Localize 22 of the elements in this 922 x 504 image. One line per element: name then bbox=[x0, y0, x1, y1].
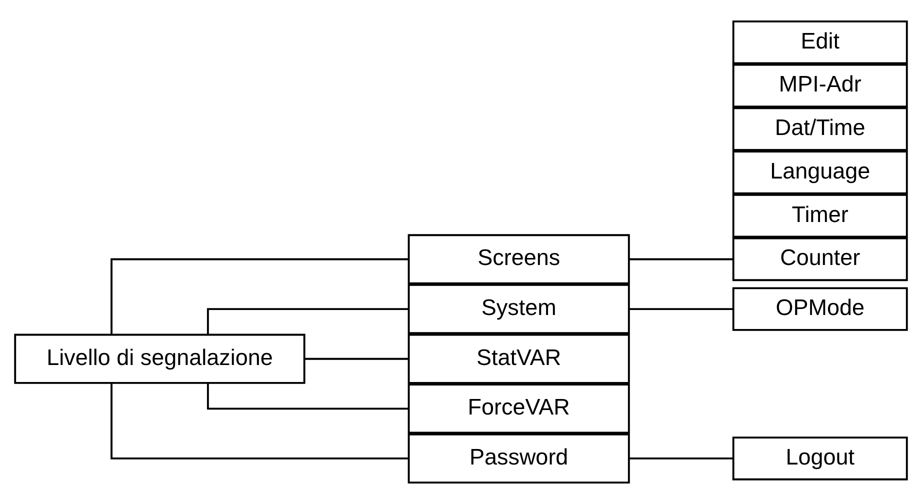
node-box: MPI-Adr bbox=[732, 64, 908, 108]
node-box: Screens bbox=[408, 234, 630, 284]
node-box: Logout bbox=[732, 436, 908, 480]
node-box: Password bbox=[408, 433, 630, 484]
node-box: System bbox=[408, 284, 630, 334]
connector bbox=[629, 458, 734, 460]
node-box: ForceVAR bbox=[408, 384, 630, 434]
connector bbox=[304, 358, 409, 360]
node-box: Timer bbox=[732, 194, 908, 238]
connector bbox=[110, 382, 409, 460]
node-box: StatVAR bbox=[408, 334, 630, 384]
node-box: Language bbox=[732, 150, 908, 194]
node-box: Edit bbox=[732, 20, 908, 64]
connector bbox=[206, 308, 408, 335]
node-box: Dat/Time bbox=[732, 107, 908, 151]
node-box: Livello di segnalazione bbox=[14, 334, 306, 384]
connector bbox=[110, 258, 409, 335]
connector bbox=[629, 258, 734, 260]
node-box: Counter bbox=[732, 237, 908, 282]
connector bbox=[206, 383, 408, 410]
connector bbox=[629, 308, 734, 310]
node-box: OPMode bbox=[732, 287, 908, 331]
